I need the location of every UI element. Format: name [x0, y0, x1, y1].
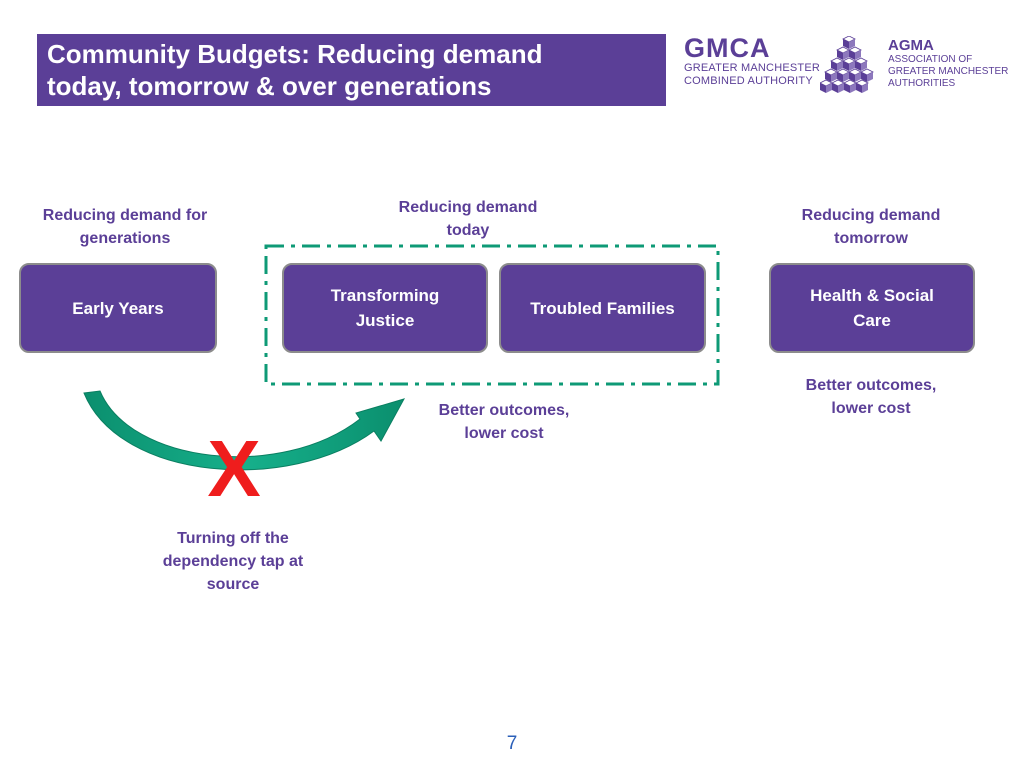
- generations-label-line-1: Reducing demand for: [42, 207, 208, 224]
- outcome-tomorrow-label: Better outcomes, lower cost: [770, 374, 972, 420]
- slide-title-line-1: Community Budgets: Reducing demand: [47, 39, 543, 69]
- today-label: Reducing demand today: [368, 196, 568, 242]
- early-years-box-label: Early Years: [72, 298, 164, 318]
- early-years-box: Early Years: [19, 263, 217, 353]
- generations-label-line-2: generations: [79, 230, 171, 247]
- health-social-care-box-line-2: Care: [853, 311, 891, 330]
- tap-caption-line-3: source: [206, 576, 260, 593]
- gmca-logo: GMCA GREATER MANCHESTER COMBINED AUTHORI…: [684, 34, 820, 88]
- tomorrow-label: Reducing demand tomorrow: [770, 204, 972, 250]
- outcome-tomorrow-label-line-2: lower cost: [831, 400, 911, 417]
- health-social-care-box-line-1: Health & Social: [810, 286, 934, 305]
- today-label-line-1: Reducing demand: [398, 199, 538, 216]
- tap-caption: Turning off the dependency tap at source: [130, 527, 336, 596]
- gmca-logo-line-1: GREATER MANCHESTER: [684, 62, 821, 74]
- slide-title: Community Budgets: Reducing demand today…: [37, 34, 666, 106]
- agma-logo: AGMA ASSOCIATION OF GREATER MANCHESTER A…: [888, 38, 1008, 90]
- tomorrow-label-line-1: Reducing demand: [801, 207, 941, 224]
- transforming-justice-box-line-1: Transforming: [330, 286, 440, 305]
- gmca-logo-name: GMCA: [684, 33, 771, 63]
- outcome-today-label: Better outcomes, lower cost: [404, 399, 604, 445]
- page-number: 7: [506, 733, 518, 754]
- troubled-families-box-label: Troubled Families: [530, 298, 675, 318]
- outcome-today-label-line-1: Better outcomes,: [438, 402, 570, 419]
- today-label-line-2: today: [446, 222, 490, 239]
- health-social-care-box: Health & Social Care: [769, 263, 975, 353]
- tomorrow-label-line-2: tomorrow: [834, 230, 908, 247]
- tap-caption-line-1: Turning off the: [177, 530, 289, 547]
- agma-logo-line-2: GREATER MANCHESTER: [888, 66, 1009, 77]
- generations-label: Reducing demand for generations: [16, 204, 234, 250]
- today-group-frame: [264, 244, 720, 386]
- outcome-tomorrow-label-line-1: Better outcomes,: [805, 377, 937, 394]
- troubled-families-box: Troubled Families: [499, 263, 706, 353]
- tap-caption-line-2: dependency tap at: [162, 553, 304, 570]
- slide-title-line-2: today, tomorrow & over generations: [47, 71, 492, 101]
- agma-logo-line-3: AUTHORITIES: [888, 78, 956, 89]
- cross-mark: X: [207, 424, 261, 513]
- agma-logo-name: AGMA: [888, 37, 934, 54]
- gmca-logo-line-2: COMBINED AUTHORITY: [684, 75, 813, 87]
- transforming-justice-box: Transforming Justice: [282, 263, 488, 353]
- stacked-cubes-icon: [820, 36, 874, 94]
- agma-logo-line-1: ASSOCIATION OF: [888, 54, 973, 65]
- curved-arrow-icon: [83, 390, 406, 471]
- outcome-today-label-line-2: lower cost: [464, 425, 544, 442]
- transforming-justice-box-line-2: Justice: [355, 311, 415, 330]
